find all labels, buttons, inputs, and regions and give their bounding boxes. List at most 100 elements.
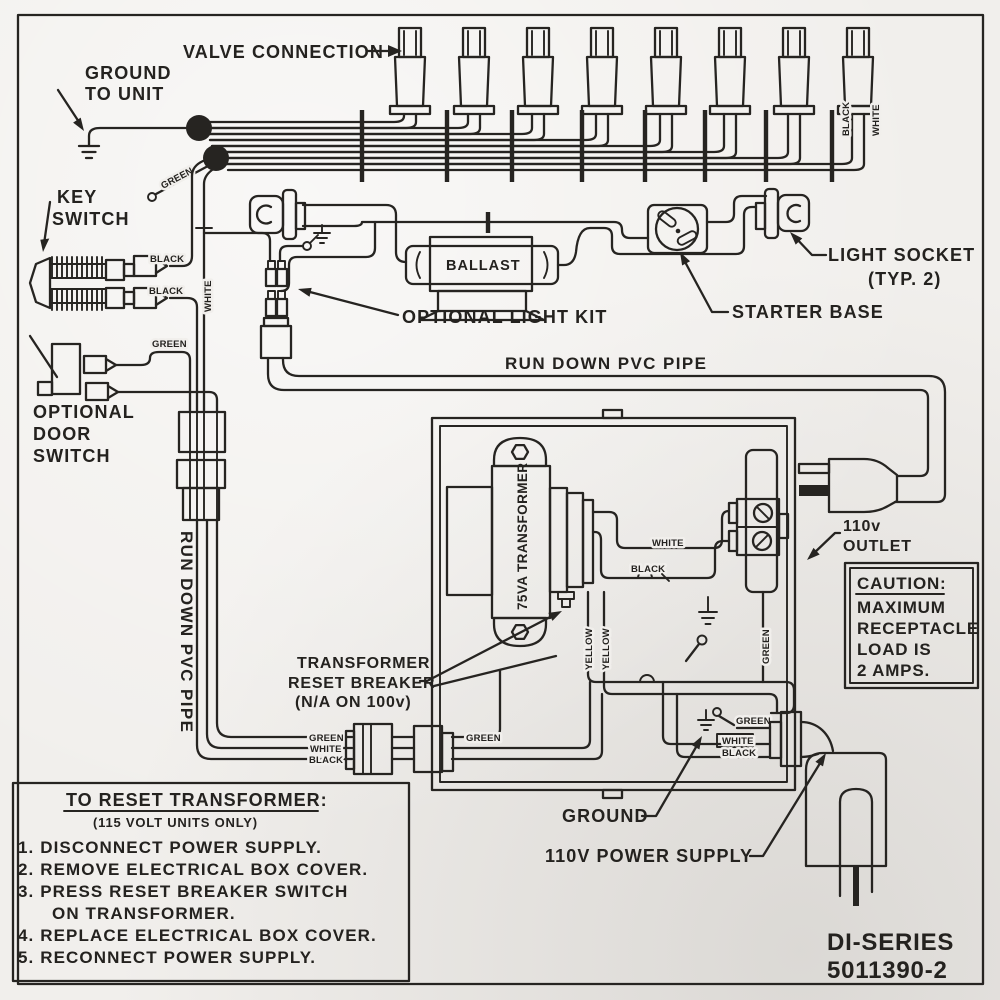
- stack-wires: [189, 411, 218, 521]
- green-wire: [450, 668, 502, 739]
- power-supply-label: 110V POWER SUPPLY: [545, 846, 753, 866]
- key-switch-callout: KEY SWITCH: [40, 187, 128, 252]
- caution-line: LOAD IS: [857, 640, 932, 659]
- transformer-label: 75VA TRANSFORMER: [515, 463, 530, 610]
- outlet-label-1: 110v: [843, 518, 881, 535]
- coil-layer: [548, 486, 569, 594]
- black-wire: [675, 692, 772, 759]
- leader-line: [640, 740, 701, 818]
- light-socket-callout: LIGHT SOCKET (TYP. 2): [790, 232, 974, 289]
- part-number: 5011390-2: [827, 957, 948, 984]
- light-socket-right: [754, 187, 811, 240]
- document-id: DI-SERIES 5011390-2: [827, 929, 954, 984]
- wall-plug: [804, 751, 888, 906]
- valve-connector: [772, 26, 816, 116]
- wire-label-black: BLACK: [631, 564, 665, 575]
- wire-grommet: [203, 145, 229, 171]
- outlet-callout: 110v OUTLET: [807, 518, 912, 560]
- arrowhead: [815, 753, 826, 767]
- arrowhead: [680, 252, 691, 266]
- wire-hop: [639, 674, 655, 683]
- white-wire: [202, 168, 214, 414]
- door-switch-label-2: DOOR: [33, 424, 91, 444]
- wire-label-black: BLACK: [309, 755, 343, 766]
- key-switch: [28, 254, 169, 311]
- valve-connector: [388, 26, 432, 116]
- wire-hop: [637, 570, 653, 579]
- reset-breaker-callout: TRANSFORMER RESET BREAKER (N/A ON 100v): [288, 611, 562, 711]
- arrowhead: [73, 117, 84, 131]
- pvc-pipe-run: RUN DOWN PVC PIPE: [266, 354, 947, 504]
- ring-terminal: [147, 192, 157, 202]
- light-circuit: BALLAST: [202, 187, 811, 360]
- white-wire: [450, 680, 592, 750]
- outlet-label-2: OUTLET: [843, 538, 912, 555]
- box-receptacle: [412, 724, 444, 774]
- leader-line: [810, 531, 842, 557]
- arrowhead: [40, 238, 50, 252]
- valve-connector: [516, 26, 560, 116]
- reset-breaker-label-3: (N/A ON 100v): [295, 694, 412, 711]
- wire-label-white: WHITE: [652, 538, 684, 549]
- yellow-wire-bus: [602, 590, 779, 715]
- reset-breaker-label-2: RESET BREAKER: [288, 675, 435, 692]
- plug-body: [827, 457, 899, 514]
- door-switch-label-3: SWITCH: [33, 446, 111, 466]
- white-run-wire: [205, 518, 354, 750]
- arrowhead: [388, 45, 402, 57]
- mounting-bracket: [432, 654, 558, 688]
- instructions-subtitle: (115 VOLT UNITS ONLY): [93, 815, 258, 830]
- ground-label: GROUND: [562, 806, 649, 826]
- starter-base: [646, 203, 709, 255]
- light-kit-plug: [797, 457, 899, 514]
- door-switch: [28, 334, 219, 414]
- instruction-line: 1. DISCONNECT POWER SUPPLY.: [18, 838, 322, 857]
- caution-box: CAUTION: MAXIMUM RECEPTACLE LOAD IS 2 AM…: [843, 561, 980, 690]
- ground-symbol-small: [302, 224, 331, 251]
- ground-switch: [684, 596, 718, 663]
- instruction-line: 5. RECONNECT POWER SUPPLY.: [18, 948, 316, 967]
- starter-base-label: STARTER BASE: [732, 302, 884, 322]
- valve-connector: [708, 26, 752, 116]
- wire-label-white: WHITE: [310, 744, 342, 755]
- wire-label-black: BLACK: [149, 286, 183, 297]
- door-switch-callout: OPTIONAL DOOR SWITCH: [33, 402, 135, 466]
- box-lid-tab: [601, 408, 624, 420]
- door-switch-wire: [116, 390, 219, 414]
- light-socket-label-2: (TYP. 2): [868, 269, 942, 289]
- wire-label-white: WHITE: [203, 280, 214, 312]
- black-run-wire: [195, 518, 354, 761]
- ground-to-unit-label-2: TO UNIT: [85, 84, 164, 104]
- instruction-line: ON TRANSFORMER.: [52, 904, 236, 923]
- instruction-line: 4. REPLACE ELECTRICAL BOX COVER.: [18, 926, 377, 945]
- transformer-core: [445, 485, 494, 597]
- black-wire: [168, 296, 199, 414]
- wire-label-green: GREEN: [159, 166, 195, 192]
- cord: [799, 720, 835, 753]
- green-pigtail: GREEN: [147, 163, 210, 202]
- leader-line: [56, 88, 81, 124]
- leader-line: [418, 612, 558, 683]
- valve-connectors: [388, 26, 880, 116]
- black-wire: [450, 692, 604, 761]
- wire-label-white: WHITE: [722, 736, 754, 747]
- plug-pins: [390, 735, 416, 761]
- pipe-wire-outer: [281, 356, 947, 504]
- white-wire: [661, 680, 772, 746]
- series-label: DI-SERIES: [827, 929, 954, 956]
- wire-label-green: GREEN: [309, 733, 344, 744]
- coil-layer: [565, 491, 585, 589]
- arrowhead: [807, 547, 820, 560]
- leader-line: [748, 758, 824, 858]
- connector-block: [181, 486, 221, 522]
- door-switch-label-1: OPTIONAL: [33, 402, 135, 422]
- ground-callout: GROUND: [562, 736, 702, 826]
- run-down-pvc-pipe-label: RUN DOWN PVC PIPE: [505, 354, 707, 373]
- label-tail: [661, 573, 670, 582]
- ground-wire: [87, 126, 208, 148]
- diagram-border: [16, 13, 985, 986]
- light-kit-connectors: [259, 260, 293, 360]
- green-wire: [154, 164, 210, 196]
- valve-wire-bundle: [204, 112, 866, 172]
